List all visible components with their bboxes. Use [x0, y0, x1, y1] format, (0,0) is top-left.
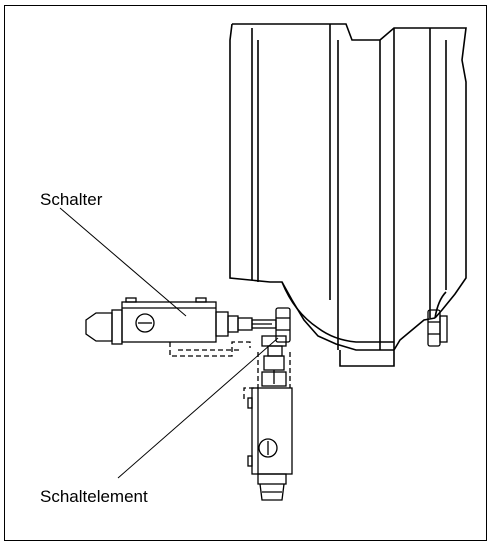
switch-leader-line: [59, 207, 187, 317]
side-nut: [427, 309, 448, 347]
switch-horizontal: [85, 297, 277, 357]
switch-vertical: [243, 345, 293, 501]
switch-element-label: Schaltelement: [40, 487, 148, 506]
housing: [229, 23, 467, 367]
drawing-frame: [4, 5, 487, 541]
switch-element-leader-line: [117, 337, 279, 479]
switch-label: Schalter: [40, 190, 103, 209]
